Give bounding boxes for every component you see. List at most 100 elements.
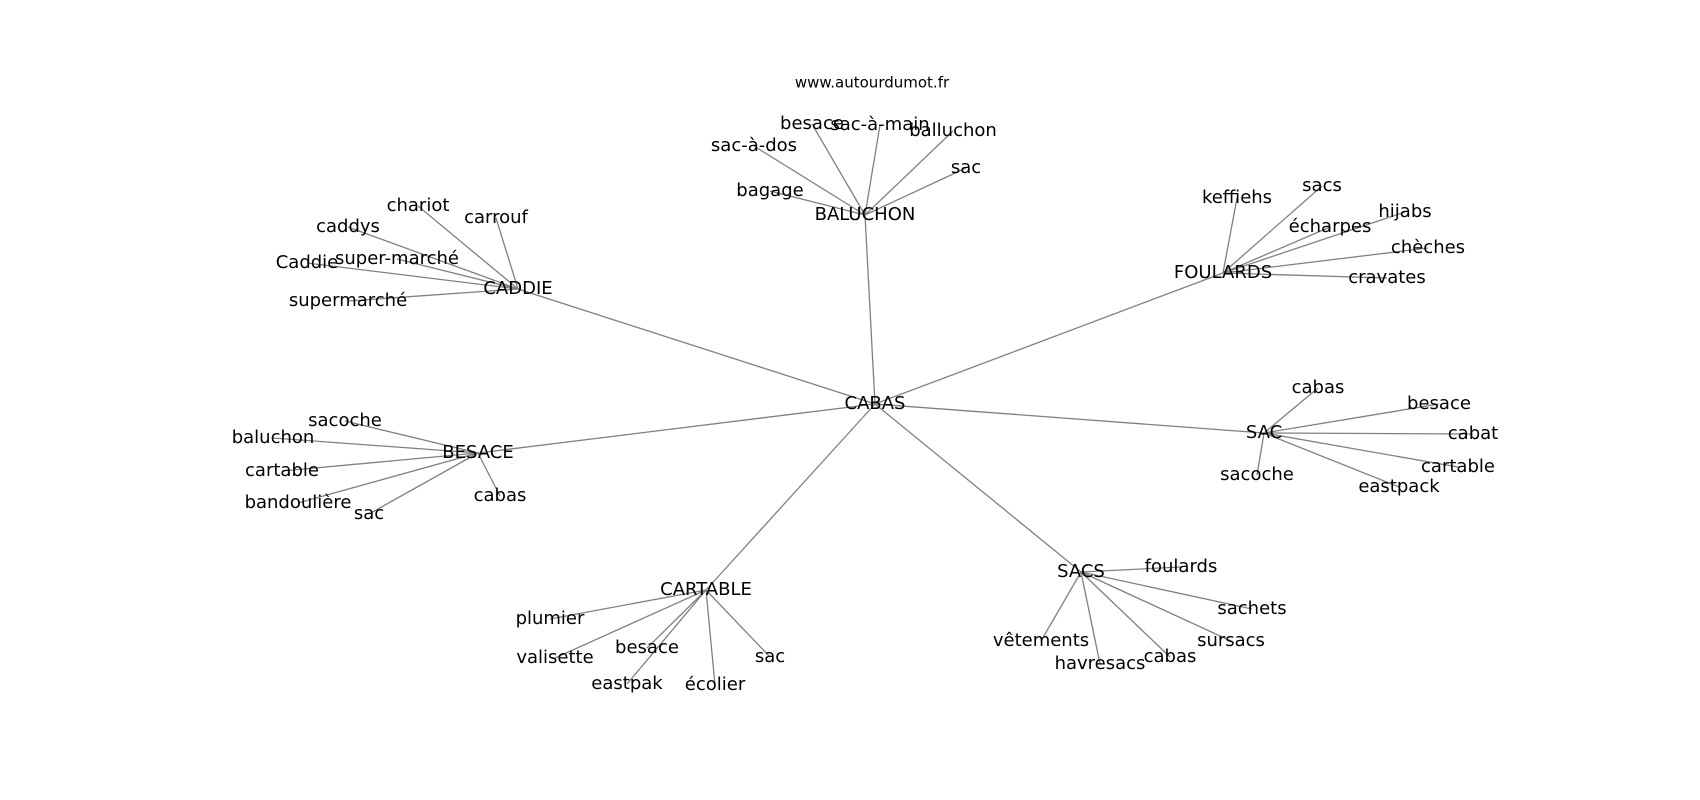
edge-besace-baluchon [272,437,479,454]
hub-node-caddie[interactable]: CADDIE [483,278,552,299]
edge-foulards-cheches [1222,247,1429,274]
word-node-foulards-sacs[interactable]: sacs [1302,175,1342,196]
edge-baluchon-balluchon [864,130,954,216]
word-node-cartable-valisette[interactable]: valisette [516,647,593,668]
word-node-foulards-keffiehs[interactable]: keffiehs [1202,187,1272,208]
edge-foulards-hijabs [1222,211,1406,274]
edge-sac-cartable [1263,432,1459,468]
edge-cartable-sac [705,589,771,658]
edge-cartable-plumier [549,589,707,620]
word-node-sacs-vetements[interactable]: vêtements [993,630,1089,651]
edge-foulards-cravates [1222,272,1388,279]
edge-caddie-chariot [417,205,519,290]
edge-caddie-caddie [306,262,519,290]
hub-node-sacs[interactable]: SACS [1057,561,1105,582]
center-node[interactable]: CABAS [845,393,906,414]
word-node-besace-bandouliere[interactable]: bandoulière [245,492,352,513]
edge-besace-sacoche [344,420,479,454]
word-node-caddie-caddie[interactable]: Caddie [276,252,339,273]
word-node-foulards-hijabs[interactable]: hijabs [1378,201,1431,222]
edge-caddie-supermarche [347,288,519,302]
word-node-baluchon-sac-a-main[interactable]: sac-à-main [830,114,929,135]
word-node-besace-sac[interactable]: sac [354,503,384,524]
edge-sac-eastpack [1263,432,1400,488]
word-node-caddie-supermarche[interactable]: supermarché [289,290,407,311]
edge-baluchon-sac [864,167,967,216]
word-node-baluchon-besace[interactable]: besace [780,113,844,134]
word-node-cartable-sac[interactable]: sac [755,646,785,667]
edge-foulards-keffiehs [1222,197,1238,274]
edge-center-sacs [874,403,1082,573]
edge-besace-cabas [477,452,501,497]
word-node-sacs-foulards[interactable]: foulards [1145,556,1218,577]
source-watermark[interactable]: www.autourdumot.fr [795,74,950,92]
edge-foulards-sacs [1222,185,1323,274]
word-node-caddie-caddys[interactable]: caddys [316,216,380,237]
edge-sacs-cabas [1080,571,1171,658]
hub-node-foulards[interactable]: FOULARDS [1174,262,1272,283]
graph-edges [272,123,1474,686]
edge-sacs-sursacs [1080,571,1232,642]
edge-caddie-super-marche [396,258,519,290]
word-node-cartable-eastpak[interactable]: eastpak [591,673,663,694]
hub-node-besace[interactable]: BESACE [442,442,513,463]
edge-sacs-vetements [1040,571,1082,642]
word-node-besace-sacoche[interactable]: sacoche [308,410,382,431]
edge-cartable-valisette [554,589,707,659]
word-node-sac-cartable[interactable]: cartable [1421,456,1495,477]
word-node-sac-besace[interactable]: besace [1407,393,1471,414]
word-node-sac-sacoche[interactable]: sacoche [1220,464,1294,485]
edge-sacs-foulards [1080,566,1182,573]
edge-besace-bandouliere [297,452,479,504]
word-node-besace-cartable[interactable]: cartable [245,460,319,481]
word-node-caddie-carrouf[interactable]: carrouf [464,207,528,228]
edge-baluchon-bagage [769,190,866,216]
word-node-caddie-super-marche[interactable]: super-marché [335,248,459,269]
word-node-sac-eastpack[interactable]: eastpack [1358,476,1440,497]
hub-node-cartable[interactable]: CARTABLE [660,579,752,600]
word-node-sac-cabat[interactable]: cabat [1448,423,1498,444]
edge-center-baluchon [864,214,876,405]
edge-besace-sac [368,452,479,515]
word-node-baluchon-sac[interactable]: sac [951,157,981,178]
edge-cartable-eastpak [626,589,707,685]
word-node-sacs-sursacs[interactable]: sursacs [1197,630,1265,651]
edge-baluchon-sac-a-main [864,124,881,216]
edge-besace-cartable [281,452,479,472]
edge-sacs-sachets [1080,571,1253,610]
word-node-foulards-cheches[interactable]: chèches [1391,237,1465,258]
edge-caddie-caddys [347,226,519,290]
edge-baluchon-sac-a-dos [753,145,866,216]
word-node-besace-baluchon[interactable]: baluchon [232,427,315,448]
edge-cartable-ecolier [705,589,716,686]
word-node-cartable-ecolier[interactable]: écolier [685,674,746,695]
word-node-caddie-chariot[interactable]: chariot [387,195,450,216]
edge-center-foulards [874,272,1224,405]
word-node-baluchon-sac-a-dos[interactable]: sac-à-dos [711,135,797,156]
word-node-sacs-sachets[interactable]: sachets [1217,598,1286,619]
edge-center-besace [477,403,876,454]
edge-center-cartable [705,403,876,591]
hub-node-baluchon[interactable]: BALUCHON [815,204,916,225]
word-node-sac-cabas[interactable]: cabas [1292,377,1345,398]
edge-sac-besace [1263,403,1440,434]
edge-sac-cabas [1263,387,1319,434]
edge-caddie-carrouf [495,217,519,290]
edge-sac-cabat [1263,432,1474,435]
word-node-cartable-plumier[interactable]: plumier [516,608,585,629]
word-node-sacs-cabas[interactable]: cabas [1144,646,1197,667]
edge-sacs-havresacs [1080,571,1101,665]
graph-labels: www.autourdumot.fr CABAS BALUCHON sac-à-do… [232,74,1499,696]
edge-baluchon-besace [811,123,866,216]
edge-foulards-echarpes [1222,226,1331,274]
word-node-besace-cabas[interactable]: cabas [474,485,527,506]
word-node-cartable-besace[interactable]: besace [615,637,679,658]
word-node-baluchon-bagage[interactable]: bagage [736,180,803,201]
word-node-sacs-havresacs[interactable]: havresacs [1055,653,1146,674]
word-node-foulards-echarpes[interactable]: écharpes [1289,216,1372,237]
word-node-foulards-cravates[interactable]: cravates [1348,267,1426,288]
edge-sac-sacoche [1256,432,1265,476]
hub-node-sac[interactable]: SAC [1246,422,1282,443]
word-node-baluchon-balluchon[interactable]: balluchon [909,120,997,141]
